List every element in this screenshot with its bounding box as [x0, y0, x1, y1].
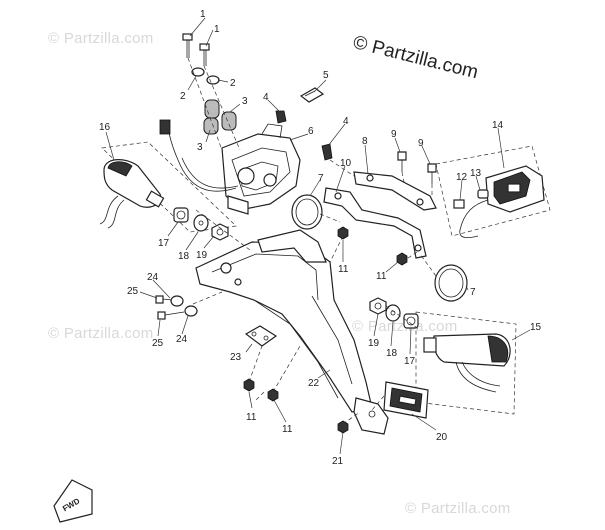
callout-7: 7	[318, 173, 324, 184]
wire-part-12	[453, 199, 489, 239]
callout-19: 19	[196, 250, 208, 261]
callout-5: 5	[323, 70, 329, 81]
turn-signal-right-part-15	[423, 333, 511, 393]
tail-light-housing-part-6	[221, 123, 301, 215]
washer-part-18-right	[385, 304, 401, 322]
nut-part-19-right	[369, 297, 387, 315]
callout-2: 2	[230, 78, 236, 89]
bolt-part-25	[155, 295, 185, 320]
callout-4: 4	[343, 116, 349, 127]
watermark: © Partzilla.com	[48, 325, 154, 342]
callout-12: 12	[456, 172, 468, 183]
washer-part-2	[191, 67, 220, 85]
callout-25: 25	[127, 286, 139, 297]
bracket-part-8	[353, 171, 437, 211]
callout-24: 24	[176, 334, 188, 345]
fwd-arrow-icon: FWD	[53, 479, 93, 523]
callout-17: 17	[404, 356, 416, 367]
callout-14: 14	[492, 120, 504, 131]
callout-1: 1	[214, 24, 220, 35]
callout-2: 2	[180, 91, 186, 102]
grommet-part-3	[203, 99, 237, 135]
callout-7: 7	[470, 287, 476, 298]
callout-18: 18	[178, 251, 190, 262]
turn-signal-left-part-16	[99, 159, 165, 229]
spacer-part-17	[173, 207, 189, 223]
callout-18: 18	[386, 348, 398, 359]
rear-fender-part-22	[195, 241, 389, 435]
callout-3: 3	[242, 96, 248, 107]
callout-11: 11	[246, 412, 257, 423]
callout-15: 15	[530, 322, 542, 333]
washer-part-18	[193, 214, 209, 232]
license-light-part-14	[485, 165, 545, 213]
callout-25: 25	[152, 338, 164, 349]
washer-part-24	[170, 295, 198, 317]
leader-lines	[105, 17, 531, 455]
callout-13: 13	[470, 168, 482, 179]
clip-part-4	[275, 110, 333, 161]
callout-10: 10	[340, 158, 352, 169]
callout-24: 24	[147, 272, 159, 283]
assembly-lines	[187, 57, 437, 425]
callout-22: 22	[308, 378, 320, 389]
callout-9: 9	[418, 138, 424, 149]
lens-part-20	[383, 381, 429, 419]
wire-harness	[159, 119, 239, 192]
bulb-part-13	[477, 189, 489, 199]
callout-9: 9	[391, 129, 397, 140]
callout-3: 3	[197, 142, 203, 153]
callout-23: 23	[230, 352, 242, 363]
nut-part-11	[243, 226, 408, 402]
callout-16: 16	[99, 122, 111, 133]
watermark: © Partzilla.com	[48, 30, 154, 47]
nut-part-21	[337, 420, 349, 434]
callout-1: 1	[200, 9, 206, 20]
callout-19: 19	[368, 338, 380, 349]
callout-4: 4	[263, 92, 269, 103]
spacer-part-17-right	[403, 313, 419, 329]
callout-21: 21	[332, 456, 344, 467]
reflector-part-7	[291, 194, 468, 302]
bolt-part-9	[397, 151, 437, 184]
plate-bracket-part-10	[323, 187, 427, 259]
callout-11: 11	[338, 264, 349, 275]
callout-11: 11	[376, 271, 387, 282]
callout-8: 8	[362, 136, 368, 147]
bolt-part-1	[182, 33, 210, 66]
callout-11: 11	[282, 424, 293, 435]
callout-20: 20	[436, 432, 448, 443]
callout-labels: 1 1 2 2 3 3 4 4 5 6 7 7 8 9 9 10 11 11 1…	[99, 9, 542, 467]
callout-17: 17	[158, 238, 170, 249]
bracket-part-23	[244, 325, 278, 347]
callout-6: 6	[308, 126, 314, 137]
nut-part-19	[211, 223, 229, 241]
bracket-arm	[257, 229, 327, 263]
watermark: © Partzilla.com	[405, 500, 511, 517]
clip-part-5	[299, 87, 325, 103]
